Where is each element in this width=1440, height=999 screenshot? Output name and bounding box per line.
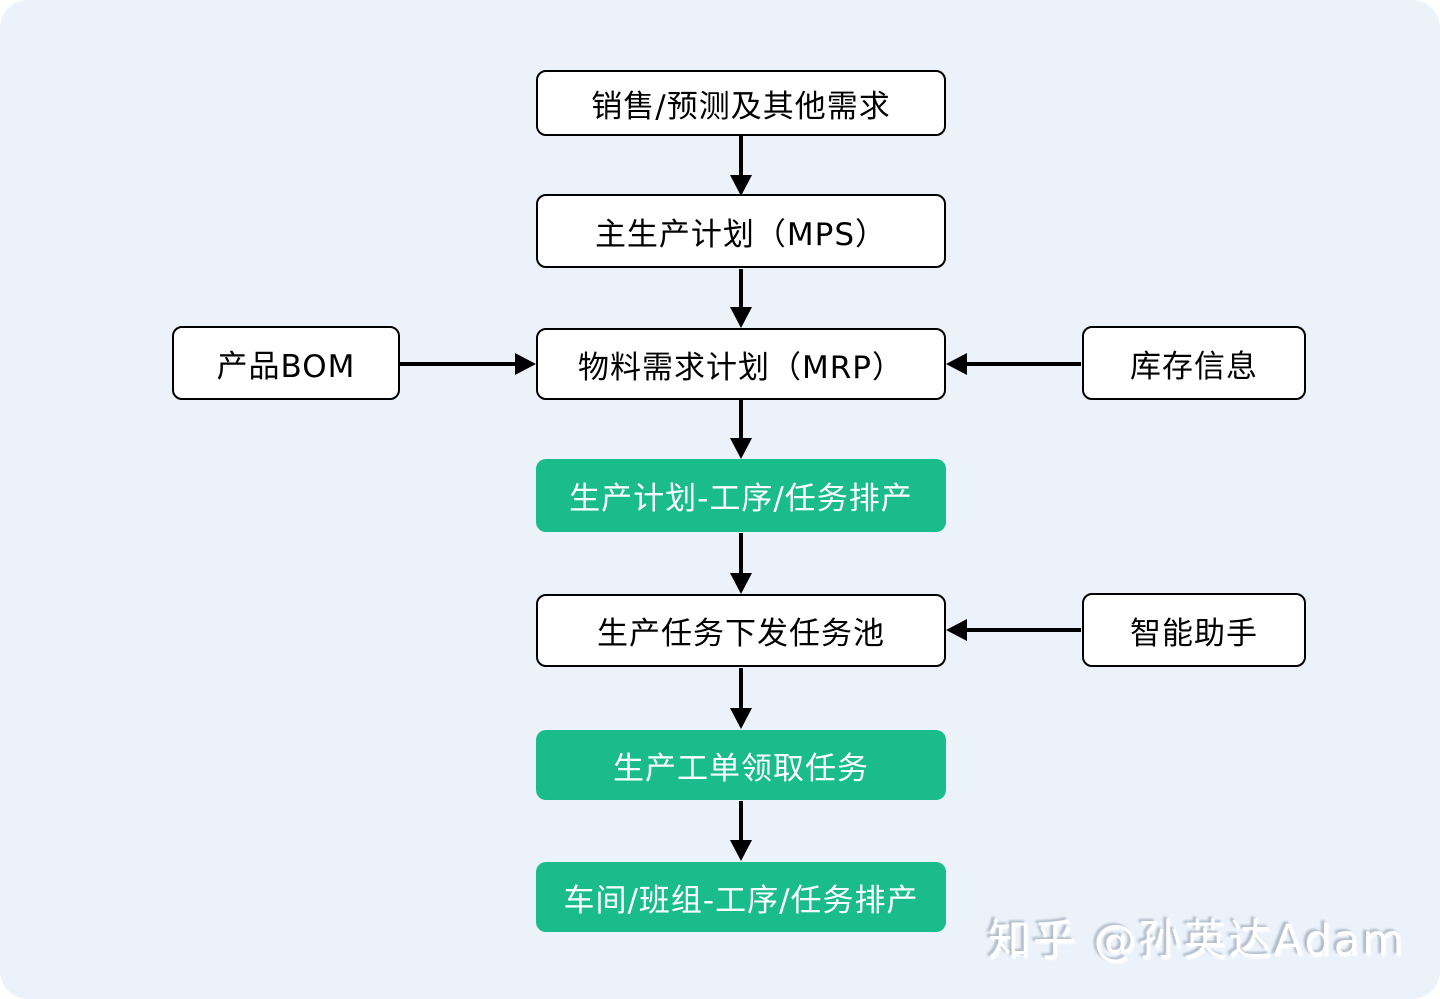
arrow-mrp-to-plan: [730, 400, 752, 459]
arrow-mps-to-mrp: [730, 269, 752, 328]
node-plan-scheduling: 生产计划-工序/任务排产: [536, 459, 946, 532]
node-mps: 主生产计划（MPS）: [536, 194, 946, 268]
node-workshop-scheduling: 车间/班组-工序/任务排产: [536, 862, 946, 932]
node-product-bom: 产品BOM: [172, 326, 400, 400]
node-work-order: 生产工单领取任务: [536, 730, 946, 800]
node-mrp: 物料需求计划（MRP）: [536, 328, 946, 400]
watermark: 知乎 @孙英达Adam: [988, 916, 1406, 966]
node-inventory-info: 库存信息: [1082, 326, 1306, 400]
arrow-bom-to-mrp: [400, 353, 536, 375]
arrow-assistant-to-taskpool: [946, 619, 1081, 641]
arrow-taskpool-to-workorder: [730, 668, 752, 729]
arrow-sales-to-mps: [730, 136, 752, 196]
node-smart-assistant: 智能助手: [1082, 593, 1306, 667]
arrow-plan-to-taskpool: [730, 533, 752, 594]
arrow-workorder-to-workshop: [730, 801, 752, 861]
node-sales-forecast: 销售/预测及其他需求: [536, 70, 946, 136]
arrow-inventory-to-mrp: [946, 353, 1081, 375]
node-task-pool: 生产任务下发任务池: [536, 594, 946, 667]
